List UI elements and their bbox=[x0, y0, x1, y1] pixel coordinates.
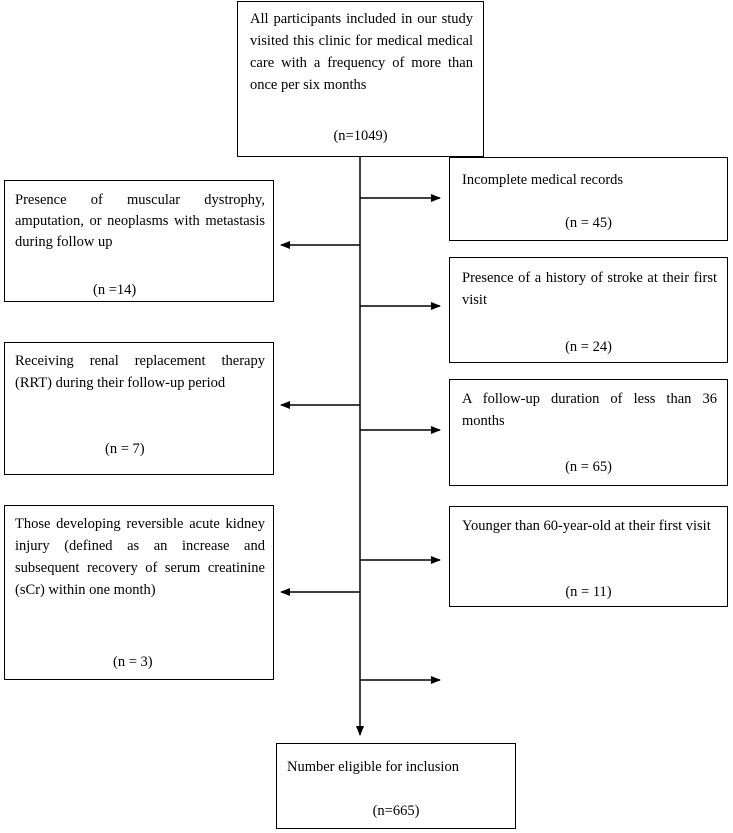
younger-count: (n = 11) bbox=[565, 584, 612, 600]
rrt-text: Receiving renal replacement therapy (RRT… bbox=[15, 353, 265, 391]
aki-text: Those developing reversible acute kidney… bbox=[15, 516, 265, 598]
box-all-participants: All participants included in our study v… bbox=[237, 1, 484, 157]
box-eligible: Number eligible for inclusion (n=665) bbox=[276, 743, 516, 829]
stroke-text: Presence of a history of stroke at their… bbox=[462, 270, 717, 308]
incomplete-text: Incomplete medical records bbox=[462, 172, 624, 188]
box-followup: A follow-up duration of less than 36 mon… bbox=[449, 379, 728, 486]
muscular-count: (n =14) bbox=[93, 282, 137, 298]
box-rrt: Receiving renal replacement therapy (RRT… bbox=[4, 342, 274, 475]
eligible-text: Number eligible for inclusion bbox=[287, 759, 459, 775]
all-participants-count: (n=1049) bbox=[333, 128, 388, 144]
stroke-count: (n = 24) bbox=[565, 339, 612, 355]
incomplete-count: (n = 45) bbox=[565, 215, 612, 231]
all-participants-text: All participants included in our study v… bbox=[250, 11, 473, 93]
muscular-text: Presence of muscular dystrophy, amputati… bbox=[15, 192, 265, 250]
box-stroke: Presence of a history of stroke at their… bbox=[449, 257, 728, 363]
aki-count: (n = 3) bbox=[113, 654, 153, 670]
followup-count: (n = 65) bbox=[565, 459, 612, 475]
box-muscular: Presence of muscular dystrophy, amputati… bbox=[4, 180, 274, 302]
box-incomplete: Incomplete medical records (n = 45) bbox=[449, 157, 728, 241]
box-aki: Those developing reversible acute kidney… bbox=[4, 505, 274, 680]
box-younger: Younger than 60-year-old at their first … bbox=[449, 506, 728, 607]
rrt-count: (n = 7) bbox=[105, 441, 145, 457]
younger-text: Younger than 60-year-old at their first … bbox=[462, 518, 711, 534]
followup-text: A follow-up duration of less than 36 mon… bbox=[462, 391, 717, 429]
eligible-count: (n=665) bbox=[372, 803, 420, 819]
